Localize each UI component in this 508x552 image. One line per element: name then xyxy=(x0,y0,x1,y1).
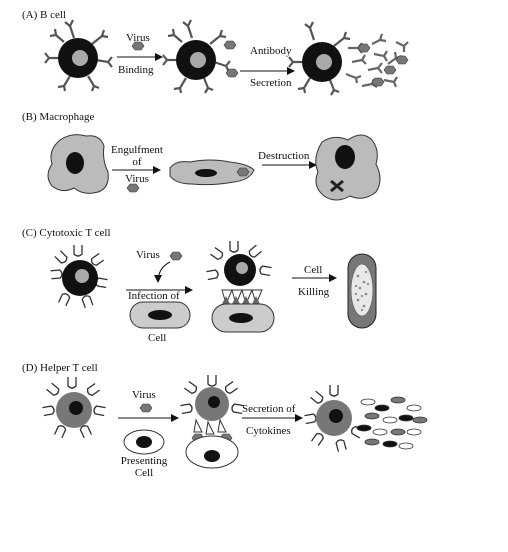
destruction-label: Destruction xyxy=(258,150,310,162)
b-cell-binding xyxy=(162,19,239,94)
cell-label-killing: Cell xyxy=(304,264,323,276)
killing-label: Killing xyxy=(298,286,330,298)
panel-b xyxy=(47,134,381,201)
b-cell-secreting xyxy=(288,21,351,96)
of-label: of xyxy=(132,156,142,168)
killed-cell xyxy=(347,253,377,329)
cytokines xyxy=(356,396,428,450)
virus-icon xyxy=(139,403,153,413)
cell-label-c: Cell xyxy=(148,332,167,344)
panel-c xyxy=(50,240,377,333)
virus-label: Virus xyxy=(126,32,150,44)
panel-d-title: (D) Helper T cell xyxy=(22,362,98,374)
panel-a xyxy=(44,19,409,96)
virus-label-d: Virus xyxy=(132,389,156,401)
panel-b-title: (B) Macrophage xyxy=(22,111,95,123)
virus-label-c: Virus xyxy=(136,249,160,261)
presenting-label: Presenting xyxy=(120,455,168,467)
cell-label-d: Cell xyxy=(134,467,154,479)
helper-t-cell-secreting xyxy=(303,384,365,453)
presenting-cell-bound xyxy=(185,435,239,469)
infection-of-label: Infection of xyxy=(128,290,180,302)
cytokines-label: Cytokines xyxy=(246,425,291,437)
virus-icon xyxy=(126,183,140,193)
helper-t-cell-bound xyxy=(179,374,245,445)
virus-label-b: Virus xyxy=(125,173,149,185)
cytotoxic-t-cell xyxy=(50,244,109,309)
binding-label: Binding xyxy=(118,64,154,76)
antibody-label: Antibody xyxy=(250,45,292,57)
b-cell-resting xyxy=(44,19,113,92)
t-cell-attached xyxy=(205,240,273,306)
panel-a-title: (A) B cell xyxy=(22,9,66,21)
virus-icon xyxy=(169,251,183,261)
panel-d xyxy=(41,374,428,469)
helper-t-cell xyxy=(41,376,107,439)
panel-c-title: (C) Cytotoxic T cell xyxy=(22,227,111,239)
presenting-cell xyxy=(123,429,165,455)
engulfment-label: Engulfment xyxy=(111,144,163,156)
secretion-label: Secretion xyxy=(250,77,292,89)
secretion-of-label: Secretion of xyxy=(242,403,296,415)
